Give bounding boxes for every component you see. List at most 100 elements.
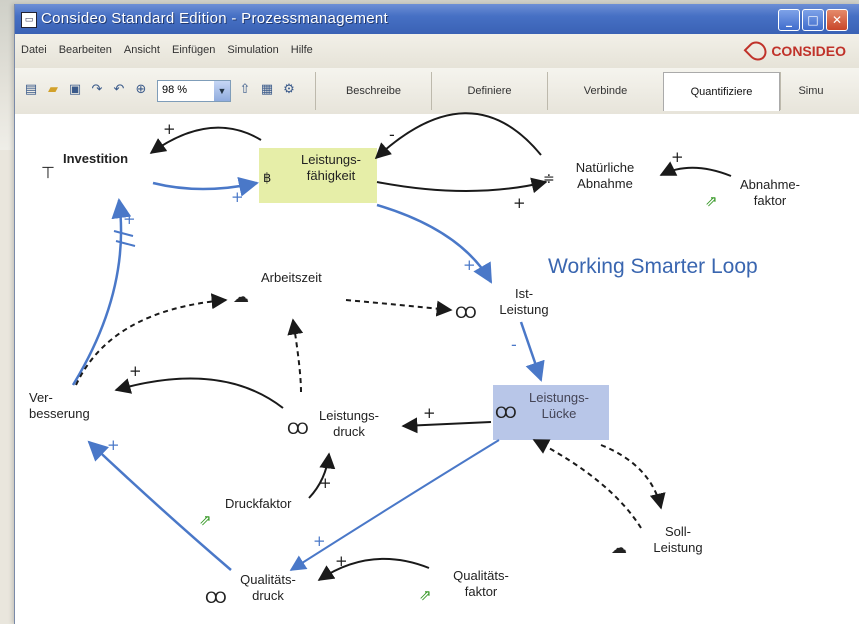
- node-investition[interactable]: Investition: [63, 151, 129, 166]
- sign-plus: +: [513, 194, 526, 212]
- sign-minus: -: [511, 335, 517, 354]
- sign-plus: +: [129, 362, 142, 380]
- arbeitszeit-icon: ☁: [233, 287, 249, 306]
- sign-plus: +: [423, 404, 436, 422]
- link-qualitaetsdruck-verbesserung[interactable]: [87, 440, 232, 571]
- sign-plus: +: [313, 532, 326, 550]
- zoom-value: 98 %: [162, 84, 188, 96]
- chevron-down-icon[interactable]: ▼: [214, 81, 230, 101]
- delay-mark: [113, 230, 134, 237]
- zoom-icon[interactable]: ⊕: [135, 82, 147, 97]
- link-istleistung-leistungsluecke[interactable]: [519, 321, 545, 382]
- menu-item-ansicht[interactable]: Ansicht: [123, 44, 160, 56]
- app-icon: ▭: [21, 12, 37, 28]
- redo-icon[interactable]: ↷: [91, 82, 103, 97]
- menu-item-datei[interactable]: Datei: [21, 44, 47, 56]
- leistungsfaehigkeit-icon: ฿: [263, 171, 271, 186]
- link-verbesserung-investition[interactable]: [71, 198, 132, 386]
- sign-plus: +: [335, 552, 348, 570]
- sign-plus: +: [671, 148, 684, 166]
- app-window: ▭ Consideo Standard Edition - Prozessman…: [14, 4, 859, 624]
- brand-name: CONSIDEO: [771, 43, 846, 59]
- sign-plus: +: [163, 120, 176, 138]
- node-leistungsdruck[interactable]: Leistungs- druck: [319, 408, 379, 439]
- qualitaetsfaktor-icon: ⇗: [419, 586, 432, 604]
- zoom-select[interactable]: 98 % ▼: [157, 80, 231, 102]
- node-druckfaktor[interactable]: Druckfaktor: [225, 496, 292, 511]
- leistungsluecke-box[interactable]: [493, 385, 609, 440]
- link-leistungsdruck-arbeitszeit[interactable]: [287, 318, 304, 393]
- link-leistungsluecke-qualitaetsdruck[interactable]: [289, 439, 500, 571]
- qualitaetsdruck-icon: Ꝏ: [205, 588, 227, 607]
- node-leistungsluecke[interactable]: Leistungs- Lücke: [529, 390, 589, 421]
- delay-mark: [115, 240, 136, 247]
- node-abnahmefaktor[interactable]: Abnahme- faktor: [740, 177, 800, 208]
- sign-plus: +: [231, 188, 244, 206]
- open-folder-icon[interactable]: ▰: [48, 82, 58, 97]
- leistungsdruck-icon: Ꝏ: [287, 419, 309, 438]
- druckfaktor-icon: ⇗: [199, 511, 212, 529]
- link-druckfaktor-leistungsdruck[interactable]: [308, 452, 336, 499]
- phase-tabs: Beschreibe Definiere Verbinde Quantifizi…: [315, 72, 841, 111]
- link-leistungsluecke-leistungsdruck[interactable]: [401, 417, 492, 434]
- sign-plus: +: [463, 256, 476, 274]
- node-qualitaetsfaktor[interactable]: Qualitäts- faktor: [453, 568, 509, 599]
- node-verbesserung[interactable]: Ver- besserung: [29, 390, 90, 421]
- tab-beschreibe[interactable]: Beschreibe: [315, 72, 431, 110]
- sign-plus: +: [107, 436, 120, 454]
- tools-icon[interactable]: ⚙: [283, 82, 295, 97]
- link-leistungsdruck-verbesserung[interactable]: [114, 377, 284, 409]
- tab-simulation[interactable]: Simu: [780, 72, 841, 110]
- link-abnahme-leistungsfaehigkeit[interactable]: [374, 112, 542, 160]
- abnahme-icon: ≑: [543, 171, 555, 187]
- link-investition-leistungsfaehigkeit[interactable]: [152, 176, 259, 197]
- title-bar: ▭ Consideo Standard Edition - Prozessman…: [15, 4, 859, 34]
- link-leistungsfaehigkeit-abnahme[interactable]: [376, 177, 548, 194]
- maximize-button[interactable]: □: [802, 9, 824, 31]
- sign-plus: +: [319, 474, 332, 492]
- tab-quantifiziere[interactable]: Quantifiziere: [663, 72, 780, 111]
- tab-verbinde[interactable]: Verbinde: [547, 72, 663, 110]
- menu-list: Datei Bearbeiten Ansicht Einfügen Simula…: [21, 44, 313, 56]
- table-icon[interactable]: ▦: [260, 82, 274, 97]
- causal-loop-diagram: ⊤ ฿ ≑ ⇗ ☁ Ꝏ Ꝏ Ꝏ ⇗ ☁ Ꝏ ⇗ + - + + + + - + …: [41, 112, 732, 607]
- link-abnahmefaktor-abnahme[interactable]: [659, 161, 732, 177]
- node-ist-leistung[interactable]: Ist- Leistung: [499, 286, 549, 317]
- node-leistungsfaehigkeit[interactable]: Leistungs- fähigkeit: [301, 152, 361, 183]
- node-soll-leistung[interactable]: Soll- Leistung: [653, 524, 703, 555]
- undo-icon[interactable]: ↶: [113, 82, 125, 97]
- link-qualitaetsfaktor-qualitaetsdruck[interactable]: [317, 557, 430, 581]
- tab-definiere[interactable]: Definiere: [431, 72, 547, 110]
- menu-item-hilfe[interactable]: Hilfe: [290, 44, 313, 56]
- menu-item-bearbeiten[interactable]: Bearbeiten: [58, 44, 112, 56]
- node-arbeitszeit[interactable]: Arbeitszeit: [261, 270, 322, 285]
- link-arbeitszeit-istleistung[interactable]: [345, 299, 453, 317]
- diagram-heading: Working Smarter Loop: [548, 255, 758, 278]
- window-title: Consideo Standard Edition - Prozessmanag…: [41, 10, 389, 27]
- link-leistungsluecke-sollleistung[interactable]: [600, 444, 666, 510]
- sign-minus: -: [389, 125, 395, 144]
- close-button[interactable]: ✕: [826, 9, 848, 31]
- diagram-canvas[interactable]: ⊤ ฿ ≑ ⇗ ☁ Ꝏ Ꝏ Ꝏ ⇗ ☁ Ꝏ ⇗ + - + + + + - + …: [15, 112, 859, 624]
- investition-icon: ⊤: [41, 163, 55, 182]
- menu-item-simulation[interactable]: Simulation: [227, 44, 279, 56]
- node-qualitaetsdruck[interactable]: Qualitäts- druck: [240, 572, 296, 603]
- arrow-up-icon[interactable]: ⇧: [239, 82, 251, 97]
- new-file-icon[interactable]: ▤: [24, 82, 38, 97]
- sign-plus: +: [123, 210, 136, 228]
- sollleistung-icon: ☁: [611, 538, 627, 557]
- link-leistungsfaehigkeit-istleistung[interactable]: [376, 203, 493, 284]
- menu-item-einfuegen[interactable]: Einfügen: [171, 44, 216, 56]
- leistungsfaehigkeit-box[interactable]: [259, 148, 377, 203]
- istleistung-icon: Ꝏ: [455, 303, 477, 322]
- link-sollleistung-leistungsluecke[interactable]: [532, 439, 642, 529]
- leistungsluecke-icon: Ꝏ: [495, 403, 517, 422]
- abnahmefaktor-icon: ⇗: [705, 192, 718, 210]
- brand-logo: CONSIDEO: [743, 37, 846, 65]
- save-icon[interactable]: ▣: [68, 82, 82, 97]
- minimize-button[interactable]: _: [778, 9, 800, 31]
- toolbar: ▤ ▰ ▣ ↷ ↶ ⊕ 98 % ▼ ⇧ ▦ ⚙ Beschreibe Defi…: [15, 68, 859, 115]
- link-leistungsfaehigkeit-investition[interactable]: [149, 126, 262, 154]
- node-natuerliche-abnahme[interactable]: Natürliche Abnahme: [575, 160, 635, 191]
- link-verbesserung-arbeitszeit[interactable]: [75, 293, 228, 386]
